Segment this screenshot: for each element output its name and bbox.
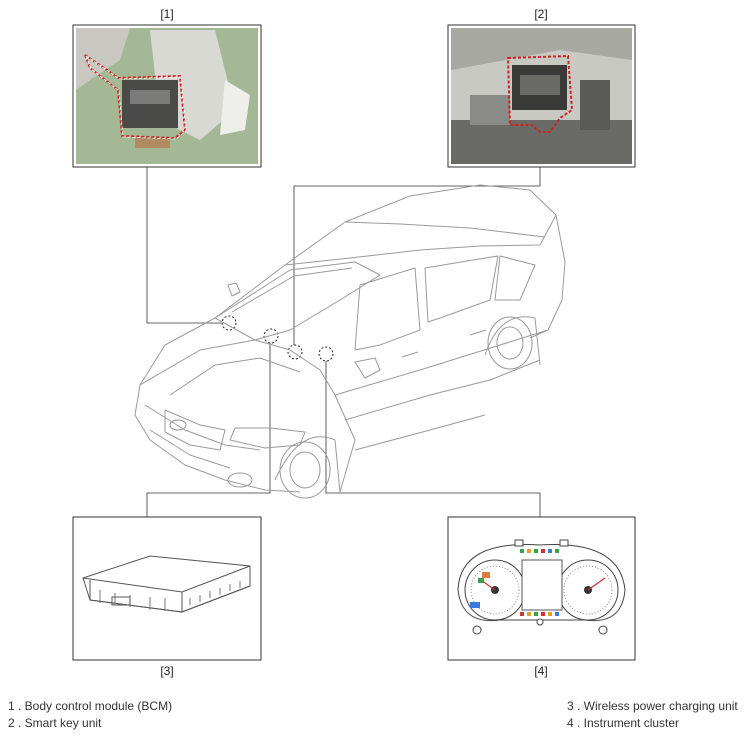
- callout-label-1: [1]: [160, 7, 174, 21]
- illustration-wireless-charger: [72, 516, 262, 661]
- photo-bcm: [72, 24, 262, 168]
- callout-label-3: [3]: [160, 664, 174, 678]
- photo-smart-key-unit: [447, 24, 636, 168]
- legend-item-4: 4 . Instrument cluster: [567, 716, 680, 730]
- car-illustration: [134, 184, 566, 499]
- marker-3: [263, 328, 279, 344]
- location-markers: [221, 315, 334, 362]
- legend-item-1: 1 . Body control module (BCM): [8, 699, 173, 713]
- illustration-instrument-cluster: [447, 516, 636, 661]
- leader-lines: [146, 167, 541, 517]
- legend-item-3: 3 . Wireless power charging unit: [567, 699, 738, 713]
- legend-item-2: 2 . Smart key unit: [8, 716, 102, 730]
- marker-4: [318, 346, 334, 362]
- callout-label-2: [2]: [534, 7, 548, 21]
- marker-1: [221, 315, 237, 331]
- callout-label-4: [4]: [534, 664, 548, 678]
